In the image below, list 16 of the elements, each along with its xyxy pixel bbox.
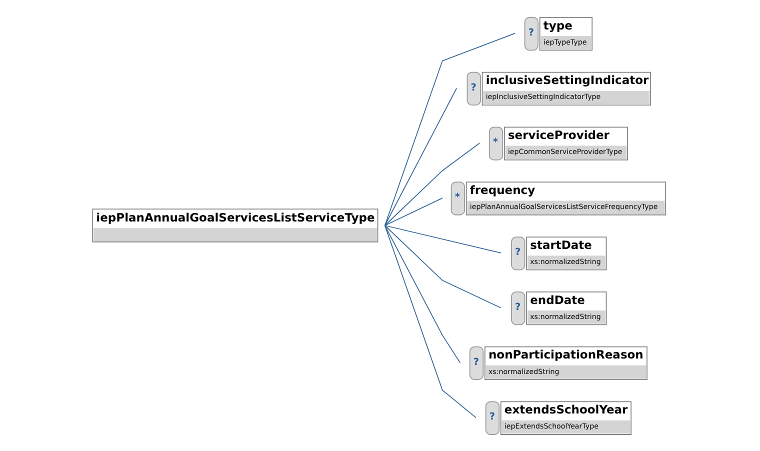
connector <box>384 32 516 226</box>
connector <box>384 225 502 254</box>
connector <box>384 198 443 226</box>
node-label: ? <box>515 246 521 258</box>
node-label: ? <box>489 412 496 423</box>
node-label: ? <box>515 302 521 313</box>
node-label: * <box>492 137 498 148</box>
connector <box>384 142 480 226</box>
node-label: ? <box>528 27 534 38</box>
connector <box>384 225 502 308</box>
node-label: ? <box>470 82 476 94</box>
connector <box>384 225 461 364</box>
node-label: * <box>454 192 460 204</box>
node-label: ? <box>473 356 480 368</box>
connector <box>384 88 458 226</box>
connector <box>384 225 477 418</box>
